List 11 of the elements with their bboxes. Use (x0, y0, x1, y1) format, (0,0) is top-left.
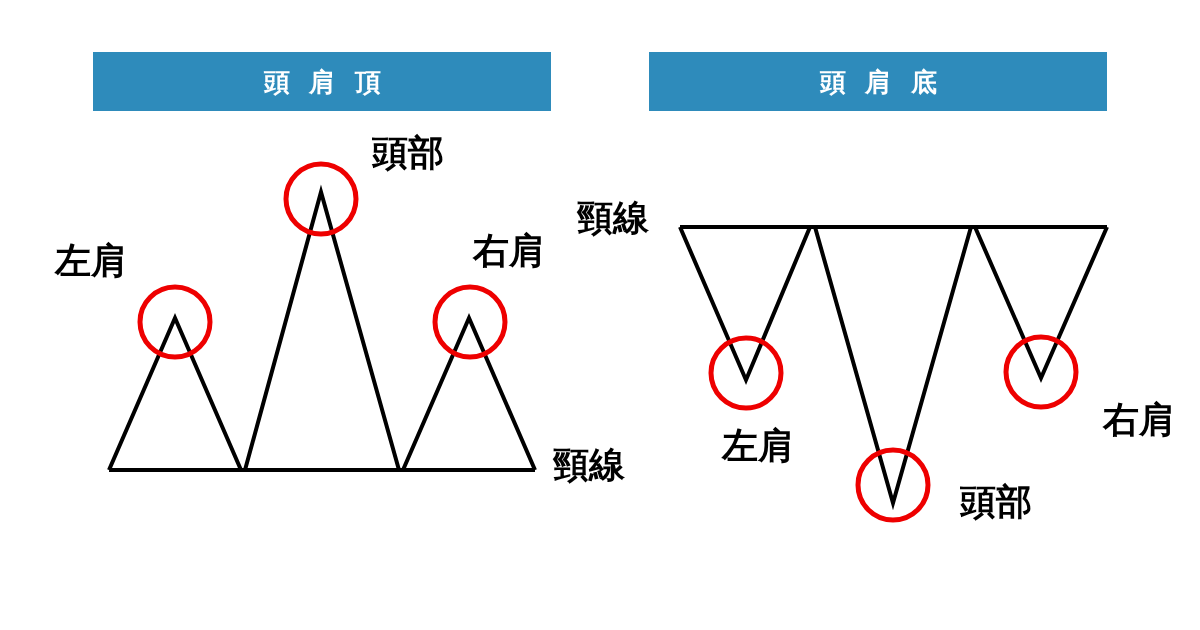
point-label: 右肩 (1103, 402, 1175, 438)
point-label: 左肩 (55, 243, 127, 279)
point-label: 頭部 (960, 484, 1032, 520)
title-banner (649, 52, 1107, 111)
neckline-label: 頸線 (553, 447, 625, 483)
banner-title: 頭肩底 (819, 68, 956, 95)
neckline-label: 頸線 (577, 200, 649, 236)
title-banner (93, 52, 551, 111)
point-label: 左肩 (722, 428, 794, 464)
point-label: 右肩 (473, 233, 545, 269)
banner-title: 頭肩頂 (263, 68, 400, 95)
